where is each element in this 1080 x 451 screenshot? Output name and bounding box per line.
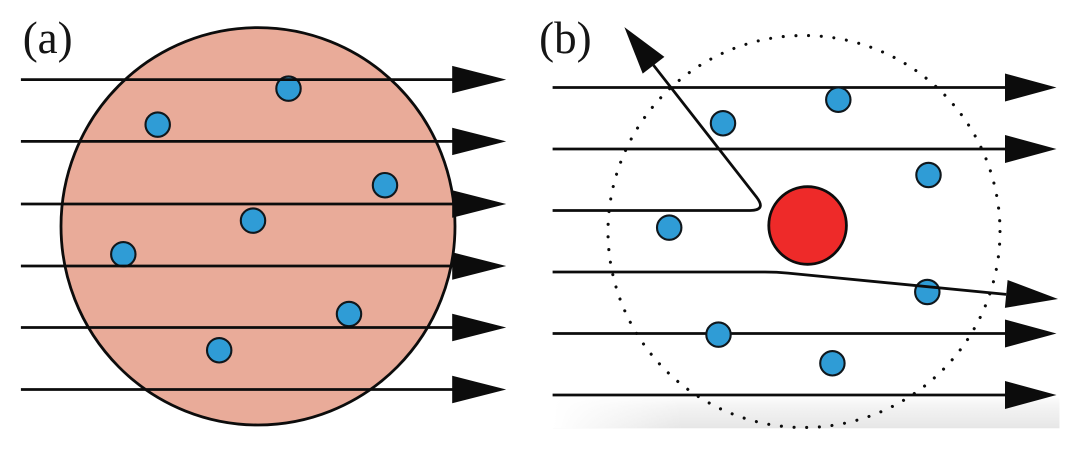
svg-text:(b): (b) [539, 13, 591, 63]
svg-text:(a): (a) [23, 13, 73, 63]
